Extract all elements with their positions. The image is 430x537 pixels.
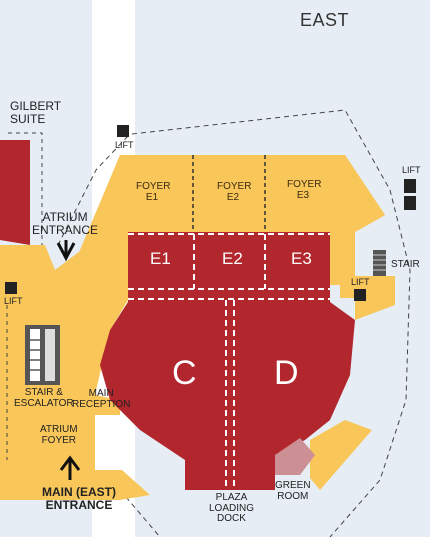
- venue-outline: [131, 109, 411, 537]
- gilbert-suite-outline: [8, 132, 43, 250]
- plaza-line-3: DOCK: [217, 513, 246, 524]
- gilbert-line-1: GILBERT: [10, 99, 62, 113]
- lift-label-right-lobby: LIFT: [351, 277, 370, 287]
- hall-cd-block: [100, 302, 355, 490]
- arrow-down-icon: [56, 240, 76, 262]
- foyer-band: [120, 155, 385, 232]
- foyer-e1-label: FOYER E1: [136, 181, 171, 203]
- foyer-e2-line-1: FOYER: [217, 181, 252, 192]
- green-room-label: GREEN ROOM: [275, 480, 311, 502]
- foyer-e3-label: FOYER E3: [287, 179, 322, 201]
- atrium-foyer-line-1: ATRIUM: [40, 424, 78, 435]
- main-east-entrance-label: MAIN (EAST) ENTRANCE: [42, 486, 116, 511]
- main-reception-line-1: MAIN: [88, 388, 114, 399]
- stair-escalator-line-2: ESCALATOR: [14, 397, 74, 409]
- atrium-foyer-line-2: FOYER: [41, 434, 77, 446]
- plaza-line-2: LOADING: [209, 502, 255, 514]
- main-east-entrance-line-1: MAIN (EAST): [42, 485, 116, 499]
- arrow-up-icon: [59, 455, 81, 480]
- foyer-e2-label: FOYER E2: [217, 181, 252, 203]
- main-reception-label: MAIN RECEPTION: [72, 388, 131, 410]
- hall-e3-label: E3: [291, 249, 312, 268]
- gilbert-line-2: SUITE: [10, 111, 46, 126]
- ramp-bottom-right: [310, 420, 372, 490]
- foyer-e2-line-2: E2: [226, 191, 240, 203]
- lift-label-east: LIFT: [402, 165, 421, 175]
- gilbert-suite-hall: [0, 140, 30, 245]
- green-room: [275, 438, 315, 475]
- atrium-area: [0, 232, 150, 500]
- atrium-entrance-line-2: ENTRANCE: [32, 222, 99, 237]
- green-room-line-2: ROOM: [277, 490, 309, 502]
- atrium-entrance-line-1: ATRIUM: [42, 210, 88, 224]
- hall-d-label: D: [274, 354, 299, 392]
- lift-label-top: LIFT: [115, 140, 134, 150]
- foyer-e1-line-1: FOYER: [136, 181, 171, 192]
- hall-e1-label: E1: [150, 249, 171, 268]
- stair-icon: [373, 250, 386, 276]
- escalator-icon: [25, 325, 60, 385]
- lift-icon: [404, 196, 416, 210]
- gilbert-suite-label: GILBERT SUITE: [10, 100, 61, 125]
- foyer-e3-line-1: FOYER: [287, 179, 322, 190]
- plaza-line-1: PLAZA: [215, 492, 248, 503]
- foyer-e3-line-2: E3: [296, 189, 310, 201]
- lift-icon: [5, 282, 17, 294]
- atrium-foyer-label: ATRIUM FOYER: [40, 424, 78, 446]
- main-east-entrance-line-2: ENTRANCE: [45, 497, 113, 512]
- lift-icon: [354, 289, 366, 301]
- lift-icon: [117, 125, 129, 137]
- lift-label-left: LIFT: [4, 296, 23, 306]
- lift-icon: [404, 179, 416, 193]
- foyer-e1-line-2: E1: [145, 191, 159, 203]
- venue-outline-left: [57, 135, 129, 246]
- east-heading: EAST: [300, 10, 350, 30]
- hall-c-label: C: [172, 354, 197, 392]
- stair-escalator-label: STAIR & ESCALATOR: [14, 387, 74, 409]
- atrium-entrance-label: ATRIUM ENTRANCE: [32, 211, 98, 236]
- stair-escalator-line-1: STAIR &: [24, 387, 63, 398]
- green-room-line-1: GREEN: [275, 480, 311, 491]
- main-reception-line-2: RECEPTION: [72, 398, 131, 410]
- hall-e-block: [128, 232, 330, 302]
- hall-e2-label: E2: [222, 249, 243, 268]
- plaza-loading-dock-label: PLAZA LOADING DOCK: [209, 492, 255, 525]
- stair-label: STAIR: [391, 259, 420, 270]
- stair-lobby: [340, 276, 395, 298]
